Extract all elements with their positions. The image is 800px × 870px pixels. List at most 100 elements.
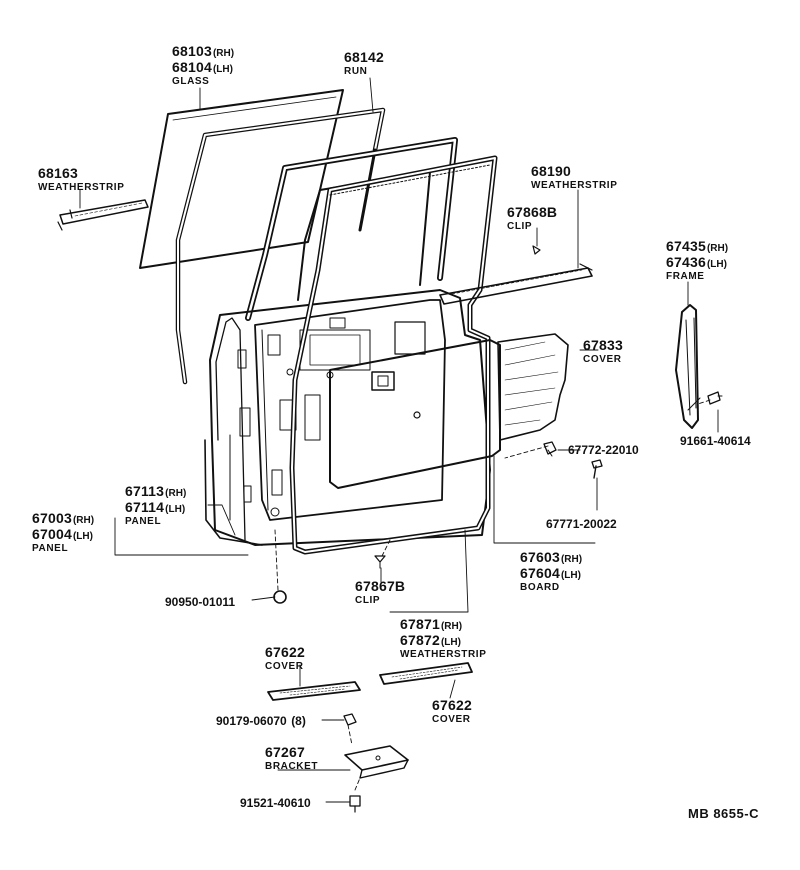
label-cover-67622-right: 67622 COVER xyxy=(432,698,472,725)
part-number: 67435 xyxy=(666,238,706,254)
weatherstrip-68190-part xyxy=(439,263,593,305)
part-number: 67603 xyxy=(520,549,560,565)
label-run: 68142 RUN xyxy=(344,50,384,77)
label-bracket: 67267 BRACKET xyxy=(265,745,318,772)
screw-67772-part xyxy=(543,441,557,457)
suffix: (RH) xyxy=(72,515,95,526)
weatherstrip-68163-part xyxy=(57,199,149,231)
part-number: 68142 xyxy=(344,49,384,65)
part-name: CLIP xyxy=(507,221,533,232)
screw-91661-part xyxy=(707,391,723,405)
inner-panel-part xyxy=(254,299,446,521)
part-name: GLASS xyxy=(172,76,210,87)
suffix: (LH) xyxy=(440,637,461,648)
part-number: 68163 xyxy=(38,165,78,181)
part-number: 67833 xyxy=(583,337,623,353)
part-number: 67871 xyxy=(400,616,440,632)
part-name: PANEL xyxy=(32,543,69,554)
label-plug-90950: 90950-01011 xyxy=(165,594,235,610)
bolt-91521-part xyxy=(349,795,361,813)
glass-part xyxy=(139,89,344,269)
part-number: 67622 xyxy=(432,697,472,713)
cover-67833-part xyxy=(497,333,569,441)
nut-90179-part xyxy=(343,713,357,726)
quantity: (8) xyxy=(291,714,306,728)
part-name: WEATHERSTRIP xyxy=(400,649,487,660)
part-number: 68190 xyxy=(531,163,571,179)
part-number: 91521-40610 xyxy=(240,796,311,810)
part-name: COVER xyxy=(432,714,471,725)
part-number: 67604 xyxy=(520,565,560,581)
part-number: 67113 xyxy=(125,483,165,499)
suffix: (RH) xyxy=(440,621,463,632)
door-weatherstrip-part xyxy=(289,155,498,555)
suffix: (LH) xyxy=(72,531,93,542)
suffix: (LH) xyxy=(560,570,581,581)
part-number: 67114 xyxy=(125,499,165,515)
part-number: 68104 xyxy=(172,59,212,75)
part-number: 90179-06070 xyxy=(216,714,287,728)
label-clip-67867b: 67867B CLIP xyxy=(355,579,405,606)
label-panel-67113: 67113(RH) 67114(LH) PANEL xyxy=(125,484,186,527)
label-clip-67771: 67771-20022 xyxy=(546,516,617,532)
label-weatherstrip-68190: 68190 WEATHERSTRIP xyxy=(531,164,617,191)
clip-67867b-part xyxy=(374,555,386,569)
board-part xyxy=(329,339,501,489)
suffix: (LH) xyxy=(165,504,186,515)
part-number: 68103 xyxy=(172,43,212,59)
door-sash-part xyxy=(245,137,458,321)
dash-leader-lines xyxy=(274,399,711,791)
part-number: 67622 xyxy=(265,644,305,660)
label-screw-67772: 67772-22010 xyxy=(568,442,639,458)
label-glass: 68103(RH) 68104(LH) GLASS xyxy=(172,44,234,87)
part-name: BOARD xyxy=(520,582,560,593)
part-number: 90950-01011 xyxy=(165,595,236,609)
part-name: WEATHERSTRIP xyxy=(38,182,125,193)
label-cover-67622-left: 67622 COVER xyxy=(265,645,305,672)
part-name: RUN xyxy=(344,66,368,77)
clip-67868b-part xyxy=(532,245,541,255)
label-bolt-91521: 91521-40610 xyxy=(240,795,311,811)
part-name: CLIP xyxy=(355,595,381,606)
leader-lines xyxy=(79,77,719,803)
suffix: (LH) xyxy=(212,64,233,75)
label-weatherstrip-67871: 67871(RH) 67872(LH) WEATHERSTRIP xyxy=(400,617,486,660)
suffix: (RH) xyxy=(212,48,235,59)
suffix: (RH) xyxy=(560,554,583,565)
label-screw-91661: 91661-40614 xyxy=(680,433,751,449)
part-number: 67772-22010 xyxy=(568,443,639,457)
label-frame: 67435(RH) 67436(LH) FRAME xyxy=(666,239,728,282)
drawing-code: MB 8655-C xyxy=(688,806,759,821)
part-number: 67003 xyxy=(32,510,72,526)
suffix: (RH) xyxy=(706,243,729,254)
label-cover-67833: 67833 COVER xyxy=(583,338,623,365)
suffix: (RH) xyxy=(165,488,187,499)
cover-67622-right-part xyxy=(379,662,473,685)
part-name: PANEL xyxy=(125,516,162,527)
suffix: (LH) xyxy=(706,259,727,270)
label-panel-67003: 67003(RH) 67004(LH) PANEL xyxy=(32,511,94,554)
part-name: COVER xyxy=(583,354,622,365)
bracket-67267-part xyxy=(344,745,409,779)
part-number: 67872 xyxy=(400,632,440,648)
part-number: 67867B xyxy=(355,578,406,594)
part-number: 67771-20022 xyxy=(546,517,617,531)
plug-90950-part xyxy=(273,590,287,604)
label-nut-90179: 90179-06070 (8) xyxy=(216,713,306,729)
part-name: WEATHERSTRIP xyxy=(531,180,618,191)
label-board: 67603(RH) 67604(LH) BOARD xyxy=(520,550,582,593)
part-name: COVER xyxy=(265,661,304,672)
part-number: 67004 xyxy=(32,526,72,542)
part-number: 67267 xyxy=(265,744,305,760)
part-number: 67436 xyxy=(666,254,706,270)
cover-67622-left-part xyxy=(267,681,361,701)
part-number: 91661-40614 xyxy=(680,434,751,448)
run-part xyxy=(175,107,386,385)
part-name: BRACKET xyxy=(265,761,319,772)
part-number: 67868B xyxy=(507,204,558,220)
clip-67771-part xyxy=(591,459,603,479)
label-weatherstrip-68163: 68163 WEATHERSTRIP xyxy=(38,166,124,193)
door-panel-part xyxy=(204,289,491,546)
label-clip-67868b: 67868B CLIP xyxy=(507,205,557,232)
